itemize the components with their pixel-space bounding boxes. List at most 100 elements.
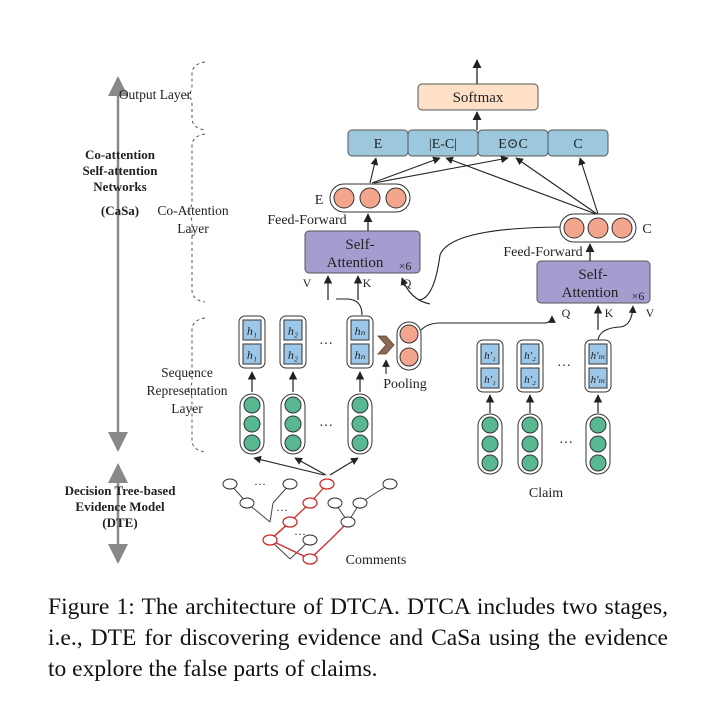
c-label: C [642,222,651,237]
evidence-h2-forward: h₂ [288,324,298,338]
pooling-node-2 [399,347,419,367]
claim-hidden-col-m: h′ₘ h′ₘ [584,339,612,393]
claim-hidden-col-2: h′₂ h′₂ [516,339,544,393]
claim-q-label: Q [562,306,571,320]
c-node-3 [611,217,633,239]
tree-to-col2-arrow [294,457,327,476]
softmax-box [417,83,539,111]
evidence-h1-backward: h₁ [247,348,257,362]
claim-label: Claim [529,486,563,501]
c-to-diff-arrow [445,156,597,215]
claim-h2-forward: h′₂ [524,350,536,362]
e-node-2 [359,187,381,209]
coattention-layer-label-1: Co-Attention [157,203,228,218]
comment-tree: ··· ··· ··· Comments [222,477,407,568]
claim-embed-col-2 [517,413,543,475]
casa-title-line4: (CaSa) [101,203,139,218]
pooling-node-1 [399,324,419,344]
pooling-label: Pooling [383,377,427,392]
claim-embed-col-1 [477,413,503,475]
evidence-branch: E Feed-Forward Self- Attention ×6 V K Q … [238,183,561,476]
evidence-self-attention-line2: Attention [327,255,384,271]
evidence-hidden-dots: ··· [319,337,333,352]
evidence-embed-col-n [347,393,373,455]
evidence-hn-backward: hₙ [355,348,366,362]
e-to-e-arrow [369,157,379,184]
e-label: E [315,193,324,208]
c-node-1 [563,217,585,239]
dte-title-line1: Decision Tree-based [65,483,177,498]
claim-h1-forward: h′₁ [484,350,496,362]
output-layer-brace [185,61,206,131]
claim-embed-dots: ··· [559,436,573,451]
evidence-hidden-col-1: h₁ h₁ [238,315,266,369]
claim-v-arrow [597,305,637,341]
evidence-self-attention-box [304,230,421,274]
claim-self-attention-line2: Attention [562,285,619,301]
concat-label-c: C [573,137,582,152]
casa-title-line2: Self-attention [82,163,158,178]
e-node-3 [385,187,407,209]
claim-to-evidence-q-curve [417,226,561,301]
tree-dots-mid: ··· [276,503,288,517]
claim-hidden-dots: ··· [557,359,571,374]
coattention-layer-label-2: Layer [177,221,209,236]
evidence-kv-connector [336,298,363,316]
evidence-q-arrow [400,277,431,305]
evidence-hidden-col-n: hₙ hₙ [346,315,374,369]
claim-hm-backward: h′ₘ [591,374,606,386]
claim-hm-forward: h′ₘ [591,350,606,362]
c-to-prod-arrow [515,157,598,215]
evidence-times-six: ×6 [399,259,412,273]
evidence-embed-dots: ··· [319,419,333,434]
claim-branch: C Feed-Forward Self- Attention ×6 Q K V … [476,213,655,501]
claim-feed-forward-label: Feed-Forward [503,245,582,260]
evidence-embed-col-2 [280,393,306,455]
pooling-to-claim-q-arrow [420,315,556,331]
output-section: Softmax E |E-C| E⊙C C [347,59,609,215]
evidence-h2-backward: h₂ [288,348,298,362]
output-layer-label: Output Layer [119,87,192,102]
e-to-diff-arrow [371,156,441,184]
dte-title-line2: Evidence Model [75,499,165,514]
seq-layer-label-2: Representation [147,383,228,398]
evidence-hidden-col-2: h₂ h₂ [279,315,307,369]
architecture-diagram: Output Layer Co-attention Self-attention… [65,59,655,568]
tree-dots-top: ··· [254,477,266,491]
e-to-prod-arrow [373,155,509,184]
dte-title-line3: (DTE) [102,515,137,530]
c-to-c-arrow [578,157,599,215]
evidence-k-label: K [363,276,372,290]
sequence-layer-brace [184,317,206,453]
evidence-self-attention-line1: Self- [345,237,374,253]
tree-to-col1-arrow [253,455,325,476]
evidence-feed-forward-label: Feed-Forward [267,213,346,228]
seq-layer-label-1: Sequence [161,365,213,380]
evidence-v-label: V [303,276,312,290]
softmax-label: Softmax [453,90,504,106]
claim-self-attention-box [536,260,651,304]
concat-label-product: E⊙C [498,137,528,152]
seq-layer-label-3: Layer [171,401,203,416]
evidence-h1-forward: h₁ [247,324,257,338]
concat-label-abs-diff: |E-C| [429,137,457,152]
claim-k-label: K [605,306,614,320]
concat-label-e: E [374,137,383,152]
claim-embed-col-m [585,413,611,475]
evidence-hn-forward: hₙ [355,324,366,338]
tree-dots-low: ··· [294,527,306,541]
claim-hidden-col-1: h′₁ h′₁ [476,339,504,393]
claim-h2-backward: h′₂ [524,374,536,386]
evidence-embed-col-1 [239,393,265,455]
comments-label: Comments [346,553,407,568]
e-node-1 [333,187,355,209]
claim-v-label: V [646,306,655,320]
claim-h1-backward: h′₁ [484,374,496,386]
tree-to-coln-arrow [329,457,359,476]
concat-cell-c [547,129,609,157]
casa-title-line1: Co-attention [85,147,156,162]
pooling-chevron-icon [377,335,395,355]
figure-caption: Figure 1: The architecture of DTCA. DTCA… [48,594,668,682]
coattention-layer-brace [184,133,206,303]
c-node-2 [587,217,609,239]
